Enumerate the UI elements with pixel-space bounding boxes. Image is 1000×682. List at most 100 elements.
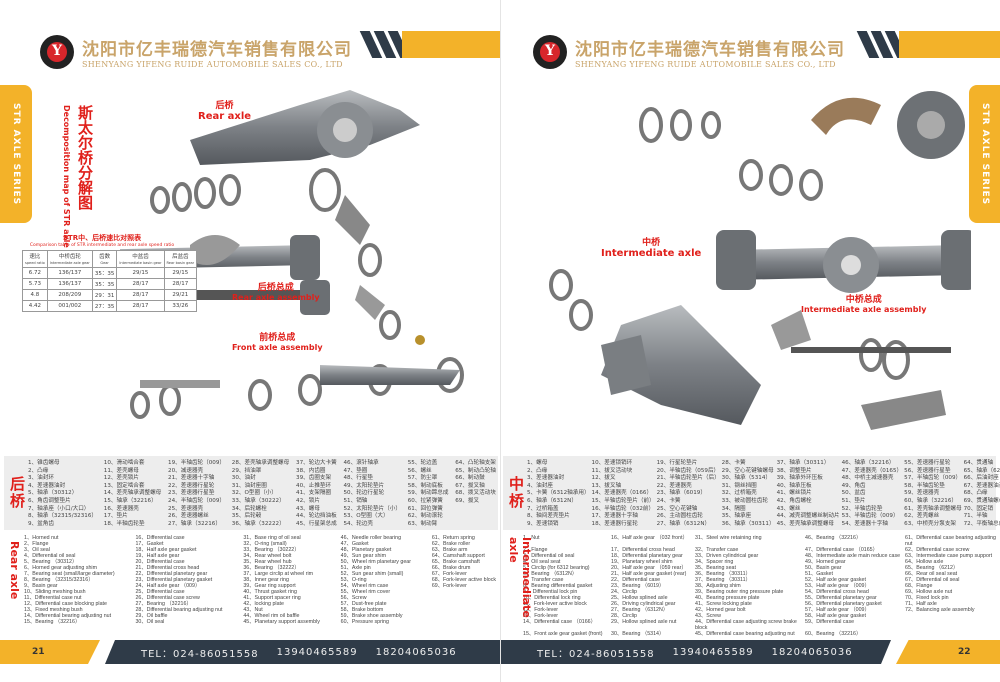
list-item: 3、油封环 — [28, 475, 54, 482]
list-item: 54、轮边壳 — [343, 520, 374, 527]
list-item: 57、Dust-free plate — [340, 601, 387, 607]
list-item: 17、Differential cross head — [611, 547, 675, 553]
list-item: 68、Fork-lever active block — [431, 577, 496, 583]
list-item: 69、Fork-lever — [431, 583, 467, 589]
list-item: 21、差速器十字轴 — [168, 475, 215, 482]
list-item: 46、滚针轴承 — [343, 460, 379, 466]
list-item: 6、Bearing （6312N） — [523, 571, 578, 577]
list-item: 64、凸轮轴支架 — [455, 460, 496, 466]
list-item: 15、Front axle gear gasket (front) — [523, 631, 603, 637]
list-item: 39、轴承外环压板 — [776, 475, 823, 482]
list-item: 10、Differential lock ring — [523, 595, 581, 601]
list-item: 15、半轴齿轮垫片（前） — [591, 497, 655, 504]
list-item: 2、Flange — [523, 547, 548, 553]
list-item: 66、后油封座 — [963, 475, 999, 482]
speed-ratio-table-section: STR中、后桥速比对照表 Comparison table of STR int… — [22, 233, 198, 312]
company-logo: Y — [40, 35, 74, 69]
list-item: 37、Bearing （30311） — [695, 577, 751, 583]
list-item: 44、Wheel rim oil baffle — [243, 613, 300, 619]
list-item: 47、Gasket — [340, 541, 369, 547]
list-item: 59、Differential case — [805, 619, 855, 625]
list-item: 42、锁片 — [296, 497, 320, 504]
table-cell: 35：35 — [91, 278, 118, 290]
list-item: 32、Transfer case — [695, 547, 739, 553]
list-item: 33、Bearing （30222） — [243, 547, 300, 553]
list-item: 67、拔叉轴 — [455, 482, 485, 489]
list-item: 47、差速器壳（0165） — [841, 467, 903, 474]
list-item: 21、半轴齿轮垫片（后） — [656, 475, 720, 482]
diagram-title-cn: 斯太尔桥分解图 — [76, 105, 94, 210]
list-item: 21、Differential cross head — [135, 565, 200, 571]
page-left: Y 沈阳市亿丰瑞德汽车销售有限公司 SHENYANG YIFENG RUIDE … — [0, 31, 500, 664]
diagram-title-en: Decomposition map of STR axle — [62, 105, 71, 248]
list-item: 37、轴承（30311） — [776, 460, 830, 466]
list-item: 10、滑动啮合套 — [103, 460, 145, 466]
list-item: 30、Oil seal — [135, 619, 165, 625]
list-item: 14、差壳轴承调整螺母 — [103, 490, 162, 497]
list-item: 57、防尘罩 — [407, 475, 438, 482]
list-item: 50、Basin gear — [805, 565, 842, 571]
list-item: 52、Sun gear shim (small) — [340, 571, 404, 577]
list-item: 9、盆角齿 — [28, 520, 54, 527]
list-item: 39、Bearing outer ring pressure plate — [695, 589, 784, 595]
list-item: 12、拔叉 — [591, 475, 616, 482]
list-item: 27、轴承（6312N） — [656, 520, 711, 527]
list-item: 11、Fork-lever active block — [523, 601, 587, 607]
list-item: 40、Thrust gasket ring — [243, 589, 297, 595]
table-cell: 29：31 — [91, 289, 118, 301]
list-item: 35、Rear wheel hub — [243, 559, 292, 565]
list-item: 27、Bearing （6312N） — [611, 607, 669, 613]
list-item: 45、行星架总成 — [296, 520, 337, 527]
list-item: 35、后轮毂 — [231, 513, 262, 520]
list-item: 41、支架隔圈 — [296, 490, 332, 497]
list-item: 41、Support spacer ring — [243, 595, 301, 601]
list-item: 68、Flange — [905, 583, 933, 589]
list-item: 38、Inner gear ring — [243, 577, 289, 583]
list-item: 64、Hollow axle — [905, 559, 944, 565]
list-item: 12、Differential case blocking plate — [24, 601, 107, 607]
list-item: 44、Differential case adjusting screw bra… — [695, 619, 797, 631]
speed-ratio-table-title-cn: STR中、后桥速比对照表 — [62, 234, 142, 242]
list-item: 34、后轮螺栓 — [231, 505, 267, 512]
list-item: 26、Differential case screw — [135, 595, 200, 601]
list-item: 6、轴承（6312N） — [527, 497, 577, 504]
list-item: 50、轮边行星轮 — [343, 490, 385, 497]
list-item: 2、凸缘 — [527, 467, 548, 474]
list-item: 58、半轴齿轮垫 — [904, 482, 945, 489]
list-item: 51、销轴 — [343, 497, 368, 504]
list-item: 4、Oil seal seat — [523, 559, 561, 565]
table-cell: 5.73 — [22, 278, 48, 290]
list-item: 20、Half axle gear （059 rear） — [611, 565, 687, 571]
list-item: 58、制动底板 — [407, 482, 443, 489]
list-item: 53、半轴齿轮（009） — [841, 513, 899, 520]
list-item: 26、差速器螺丝 — [168, 513, 209, 520]
list-item: 68、凸缘 — [963, 490, 988, 497]
list-item: 48、Intermediate axle main reduce case — [805, 553, 901, 559]
list-item: 63、制动臂 — [407, 520, 438, 527]
rear-axle-heading-en: Rear axle — [8, 541, 21, 600]
list-item: 64、Camshaft support — [431, 553, 485, 559]
list-item: 2、凸缘 — [28, 467, 49, 474]
company-name-en: SHENYANG YIFENG RUIDE AUTOMOBILE SALES C… — [82, 60, 343, 69]
list-item: 72、平衡轴总成 — [963, 520, 1000, 527]
list-item: 17、Gasket — [135, 541, 164, 547]
side-tab: STR AXLE SERIES — [969, 85, 1000, 223]
list-item: 67、差速器油封 — [963, 482, 1000, 489]
list-item: 31、Steel wire retaining ring — [695, 535, 762, 541]
list-item: 31、钢丝挡圈 — [721, 482, 757, 489]
list-item: 40、止推垫环 — [296, 482, 332, 489]
list-item: 16、差速器壳 — [103, 505, 139, 512]
list-item: 39、齿圈支架 — [296, 475, 332, 482]
list-item: 24、卡簧 — [656, 497, 681, 504]
list-item: 51、Gasket — [805, 571, 833, 577]
list-item: 47、垫圈 — [343, 467, 368, 474]
list-item: 32、O-ring (small) — [243, 541, 287, 547]
